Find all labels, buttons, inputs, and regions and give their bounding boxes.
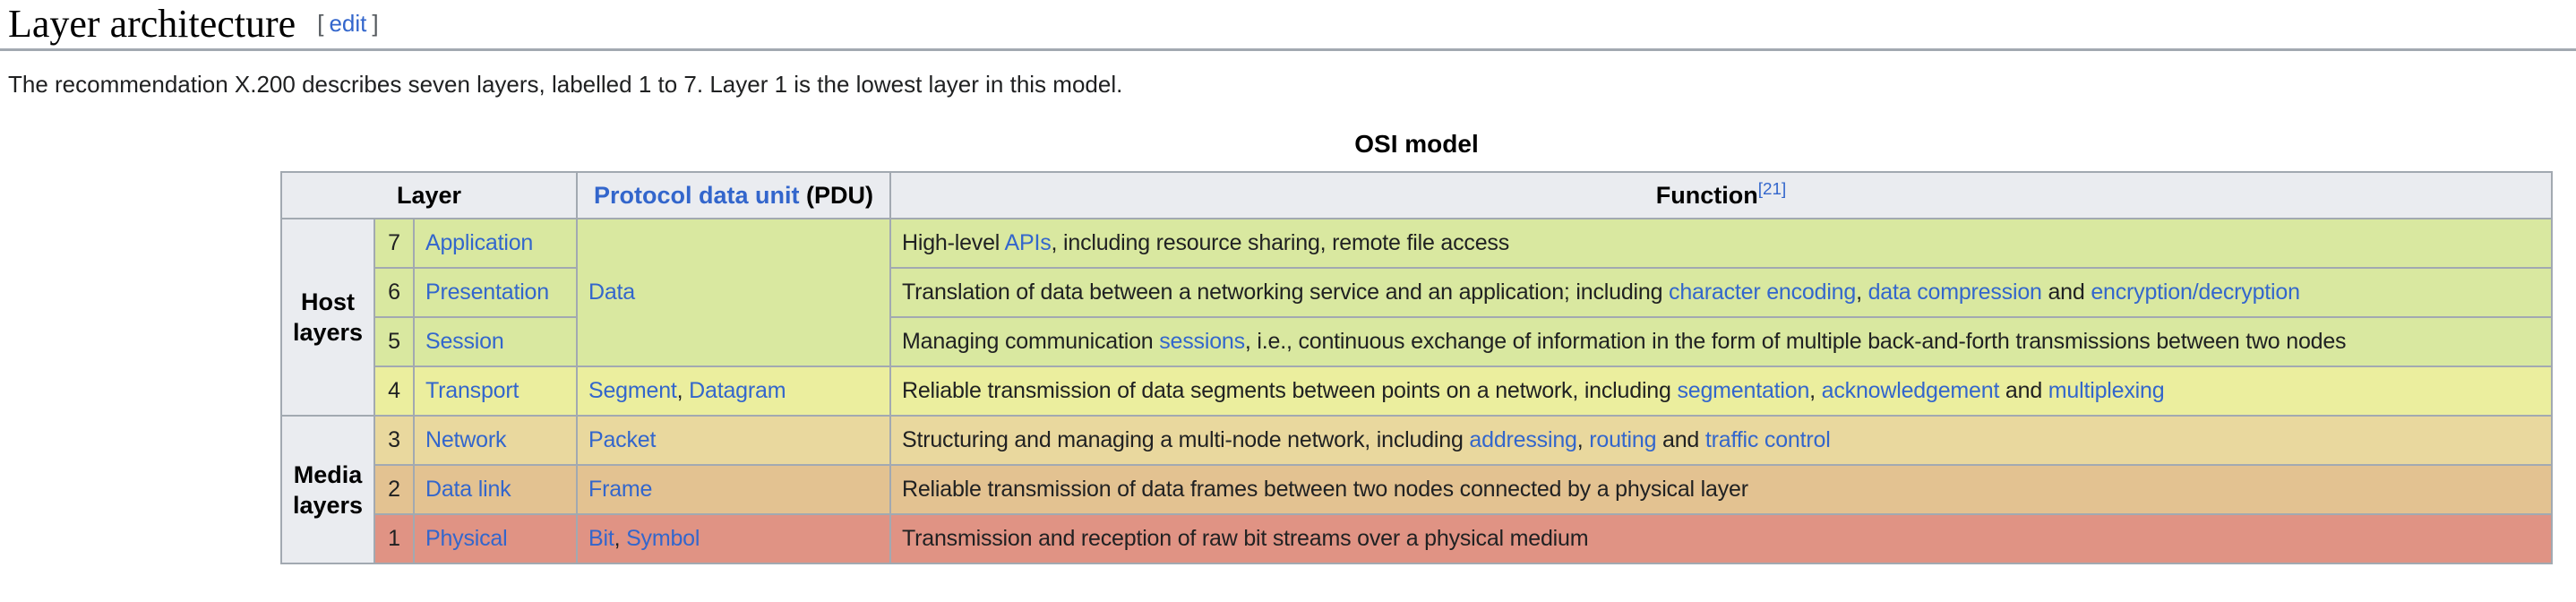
- layer-name-cell: Session: [413, 316, 578, 367]
- link-routing[interactable]: routing: [1589, 427, 1657, 452]
- link-symbol[interactable]: Symbol: [626, 526, 700, 551]
- layer-number-cell: 3: [374, 415, 415, 466]
- text-segment: Structuring and managing a multi-node ne…: [902, 427, 1470, 452]
- group-cell-host-layers: Host layers: [280, 218, 375, 417]
- link-application[interactable]: Application: [425, 230, 534, 255]
- link-sessions[interactable]: sessions: [1159, 329, 1245, 354]
- layer-number-cell: 6: [374, 267, 415, 318]
- link-data[interactable]: Data: [588, 280, 636, 305]
- link-network[interactable]: Network: [425, 427, 507, 452]
- layer-name-cell: Application: [413, 218, 578, 269]
- group-cell-media-layers: Media layers: [280, 415, 375, 564]
- layer-number-cell: 4: [374, 366, 415, 417]
- link-traffic-control[interactable]: traffic control: [1704, 427, 1831, 452]
- pdu-cell: Bit, Symbol: [576, 513, 891, 564]
- text-segment: Reliable transmission of data segments b…: [902, 378, 1678, 403]
- link-segmentation[interactable]: segmentation: [1677, 378, 1810, 403]
- layer-number-cell: 5: [374, 316, 415, 367]
- link-data-link[interactable]: Data link: [425, 477, 511, 502]
- text-segment: High-level: [902, 230, 1005, 255]
- header-layer: Layer: [280, 171, 578, 219]
- layer-name-cell: Transport: [413, 366, 578, 417]
- layer-name-cell: Presentation: [413, 267, 578, 318]
- edit-bracket-open: [: [317, 10, 324, 37]
- pdu-cell: Frame: [576, 464, 891, 515]
- link-encryption-decryption[interactable]: encryption/decryption: [2091, 280, 2300, 305]
- table-caption: OSI model: [1354, 130, 1479, 158]
- layer-row-5: 5 Session Managing communication sessions,…: [281, 316, 2553, 367]
- text-segment: ,: [614, 526, 627, 551]
- intro-paragraph: The recommendation X.200 describes seven…: [8, 71, 1123, 98]
- function-reference-link[interactable]: [21]: [1757, 179, 1787, 199]
- text-segment: ,: [1809, 378, 1822, 403]
- text-segment: Reliable transmission of data frames bet…: [902, 477, 1748, 502]
- function-cell: Transmission and reception of raw bit st…: [889, 513, 2553, 564]
- edit-bracket-close: ]: [372, 10, 379, 37]
- text-segment: Transmission and reception of raw bit st…: [902, 526, 1589, 551]
- link-presentation[interactable]: Presentation: [425, 280, 549, 305]
- osi-model-table: OSI model Layer Protocol data unit (PDU)…: [280, 130, 2553, 564]
- layer-row-1: 1 Physical Bit, Symbol Transmission and rec…: [281, 513, 2553, 564]
- text-segment: and: [1656, 427, 1705, 452]
- link-frame[interactable]: Frame: [588, 477, 653, 502]
- text-segment: Translation of data between a networking…: [902, 280, 1670, 305]
- function-cell: Reliable transmission of data frames bet…: [889, 464, 2553, 515]
- function-cell: Translation of data between a networking…: [889, 267, 2553, 318]
- layer-number-cell: 1: [374, 513, 415, 564]
- link-apis[interactable]: APIs: [1004, 230, 1052, 255]
- text-segment: Managing communication: [902, 329, 1160, 354]
- layer-name-cell: Physical: [413, 513, 578, 564]
- text-segment: , i.e., continuous exchange of informati…: [1244, 329, 2347, 354]
- link-bit[interactable]: Bit: [588, 526, 614, 551]
- function-cell: High-level APIs, including resource shar…: [889, 218, 2553, 269]
- link-acknowledgement[interactable]: acknowledgement: [1821, 378, 2000, 403]
- pdu-cell: Segment, Datagram: [576, 366, 891, 417]
- layer-number-cell: 2: [374, 464, 415, 515]
- text-segment: and: [1999, 378, 2048, 403]
- function-cell: Managing communication sessions, i.e., c…: [889, 316, 2553, 367]
- edit-section: [edit]: [317, 10, 378, 37]
- header-pdu: Protocol data unit (PDU): [576, 171, 891, 219]
- text-segment: ,: [676, 378, 690, 403]
- table-header-row: Layer Protocol data unit (PDU) Function[…: [280, 171, 2553, 219]
- layer-number-cell: 7: [374, 218, 415, 269]
- pdu-header-suffix: (PDU): [799, 181, 873, 209]
- pdu-cell: Packet: [576, 415, 891, 466]
- edit-section-link[interactable]: edit: [329, 10, 367, 37]
- layer-name-cell: Network: [413, 415, 578, 466]
- link-physical[interactable]: Physical: [425, 526, 508, 551]
- pdu-header-link[interactable]: Protocol data unit: [594, 181, 800, 209]
- function-header-label: Function: [1655, 181, 1758, 209]
- link-addressing[interactable]: addressing: [1469, 427, 1577, 452]
- text-segment: ,: [1576, 427, 1590, 452]
- layer-row-2: 2 Data link Frame Reliable transmission of …: [281, 464, 2553, 515]
- layer-row-6: 6 Presentation Translation of data between…: [281, 267, 2553, 318]
- link-transport[interactable]: Transport: [425, 378, 519, 403]
- link-datagram[interactable]: Datagram: [689, 378, 786, 403]
- header-function: Function[21]: [889, 171, 2553, 219]
- link-data-compression[interactable]: data compression: [1868, 280, 2042, 305]
- text-segment: , including resource sharing, remote fil…: [1051, 230, 1510, 255]
- link-packet[interactable]: Packet: [588, 427, 657, 452]
- layer-row-4: 4 Transport Segment, Datagram Reliable tran…: [281, 366, 2553, 417]
- link-multiplexing[interactable]: multiplexing: [2048, 378, 2165, 403]
- text-segment: and: [2041, 280, 2091, 305]
- page-title: Layer architecture: [8, 2, 296, 46]
- section-heading: Layer architecture [edit]: [0, 0, 2576, 51]
- layer-name-cell: Data link: [413, 464, 578, 515]
- link-session[interactable]: Session: [425, 329, 504, 354]
- link-segment[interactable]: Segment: [588, 378, 677, 403]
- text-segment: ,: [1856, 280, 1868, 305]
- function-cell: Structuring and managing a multi-node ne…: [889, 415, 2553, 466]
- link-character-encoding[interactable]: character encoding: [1669, 280, 1857, 305]
- function-cell: Reliable transmission of data segments b…: [889, 366, 2553, 417]
- pdu-cell: Data: [576, 218, 891, 367]
